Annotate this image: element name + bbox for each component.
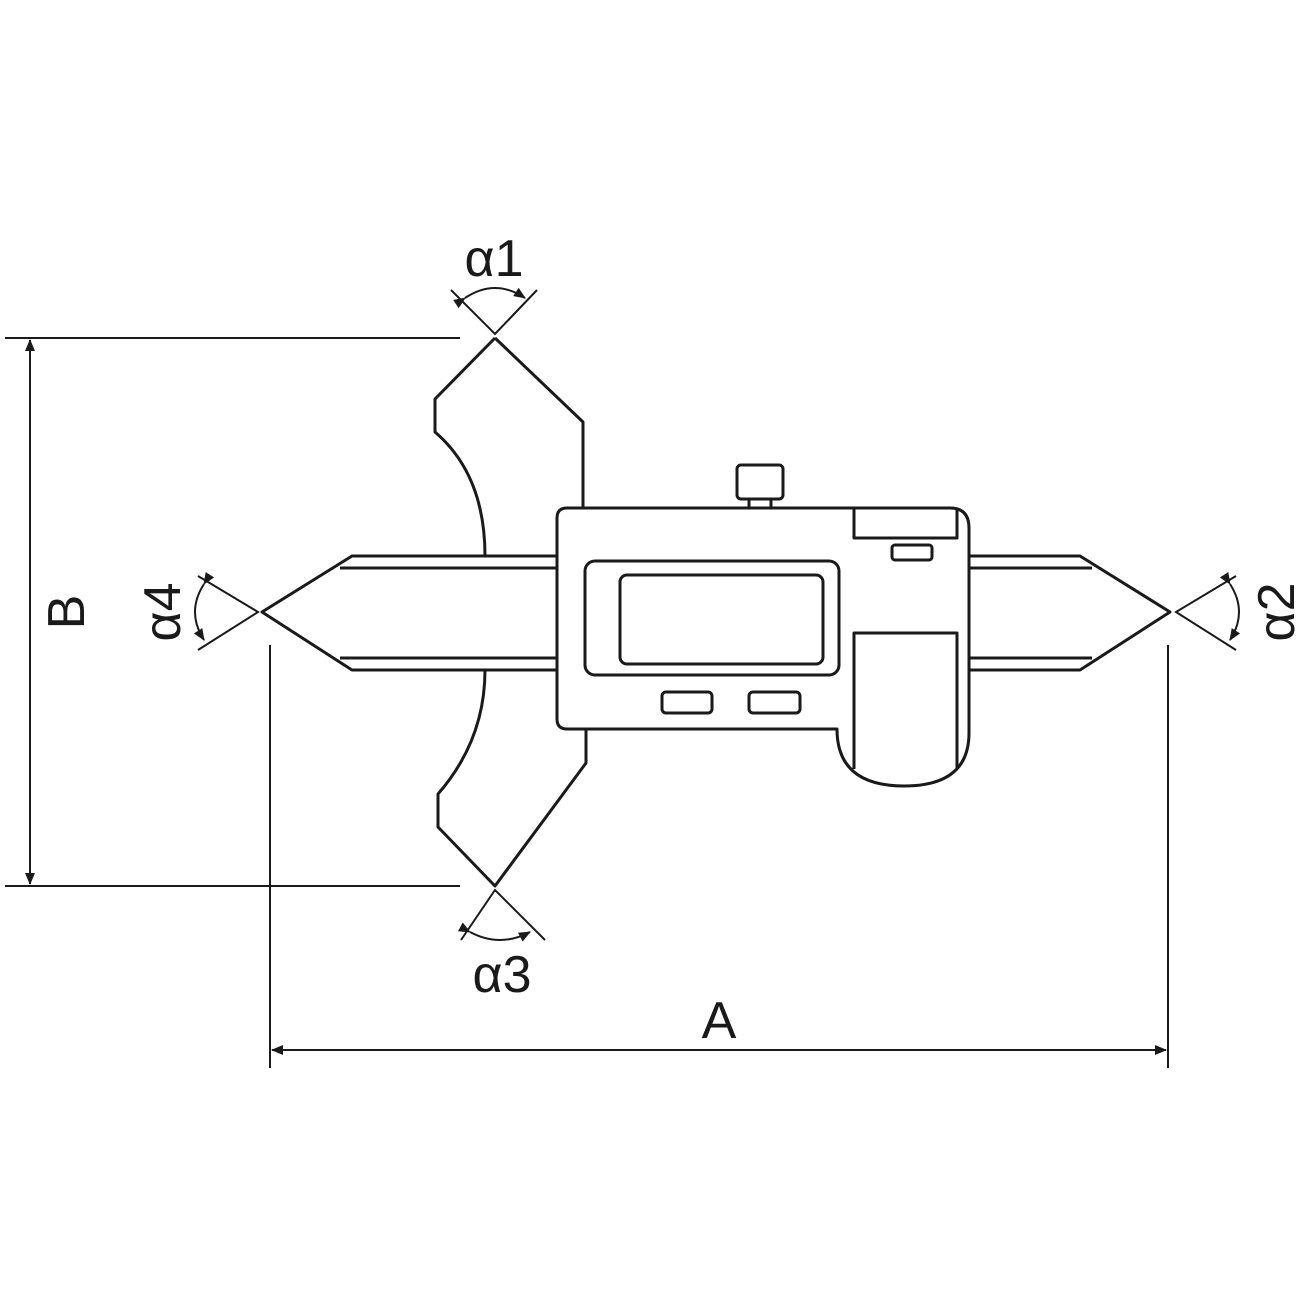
locking-screw-knob — [735, 463, 785, 501]
angle-a3-label: α3 — [473, 946, 532, 1004]
angle-a1-label: α1 — [465, 230, 524, 288]
dimension-b: B — [5, 337, 460, 887]
angle-a3: α3 — [457, 888, 546, 1004]
vertical-jaw — [433, 336, 588, 888]
button-left — [660, 690, 714, 715]
dimension-a-label: A — [702, 992, 737, 1050]
button-right — [747, 690, 802, 715]
angle-a2-label: α2 — [1248, 583, 1300, 642]
digital-readout-head — [555, 463, 971, 788]
angle-a1: α1 — [450, 230, 538, 336]
display-bezel — [583, 559, 841, 677]
lcd-screen — [618, 573, 825, 666]
horizontal-beam — [260, 554, 1172, 672]
angle-a2: α2 — [1174, 572, 1300, 651]
dimension-b-label: B — [38, 595, 96, 630]
angle-a4: α4 — [134, 572, 260, 651]
dimension-a: A — [269, 645, 1169, 1068]
small-button — [890, 543, 934, 562]
angle-a4-label: α4 — [134, 583, 192, 642]
